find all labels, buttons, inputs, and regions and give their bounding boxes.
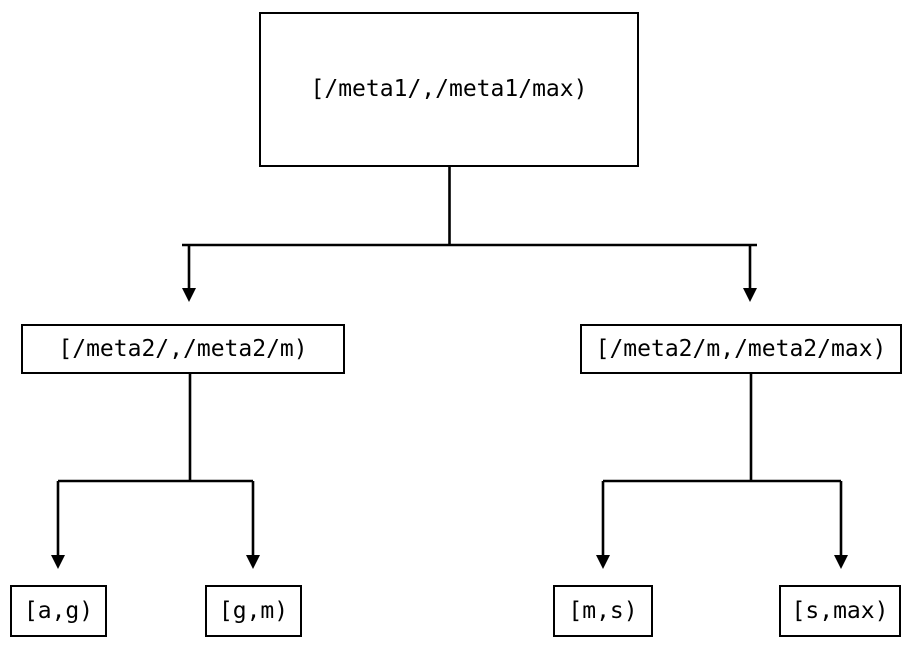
tree-node-root-label: [/meta1/,/meta1/max): [310, 76, 588, 102]
tree-node-leaf-ms-label: [m,s): [568, 597, 638, 624]
tree-node-mid-left[interactable]: [/meta2/,/meta2/m): [21, 324, 345, 374]
arrowhead-root-to-mid-left: [182, 288, 196, 302]
tree-node-root[interactable]: [/meta1/,/meta1/max): [259, 12, 639, 167]
arrowhead-mid-right-to-leaf-smax: [834, 555, 848, 569]
tree-node-leaf-ag-label: [a,g): [23, 597, 94, 624]
tree-node-mid-right[interactable]: [/meta2/m,/meta2/max): [580, 324, 902, 374]
arrowhead-mid-left-to-leaf-gm: [246, 555, 260, 569]
tree-node-leaf-gm[interactable]: [g,m): [205, 585, 302, 637]
tree-node-leaf-smax[interactable]: [s,max): [779, 585, 901, 637]
tree-node-mid-right-label: [/meta2/m,/meta2/max): [595, 335, 887, 362]
edge-mid-right-to-leaves: [596, 374, 848, 569]
tree-node-leaf-ms[interactable]: [m,s): [553, 585, 653, 637]
arrowhead-mid-right-to-leaf-ms: [596, 555, 610, 569]
arrowhead-root-to-mid-right: [743, 288, 757, 302]
tree-node-mid-left-label: [/meta2/,/meta2/m): [58, 335, 308, 362]
edge-mid-left-to-leaves: [51, 374, 260, 569]
tree-node-leaf-ag[interactable]: [a,g): [10, 585, 107, 637]
tree-node-leaf-gm-label: [g,m): [218, 597, 289, 624]
arrowhead-mid-left-to-leaf-ag: [51, 555, 65, 569]
tree-node-leaf-smax-label: [s,max): [791, 597, 889, 624]
edge-root-to-level1: [182, 167, 757, 302]
